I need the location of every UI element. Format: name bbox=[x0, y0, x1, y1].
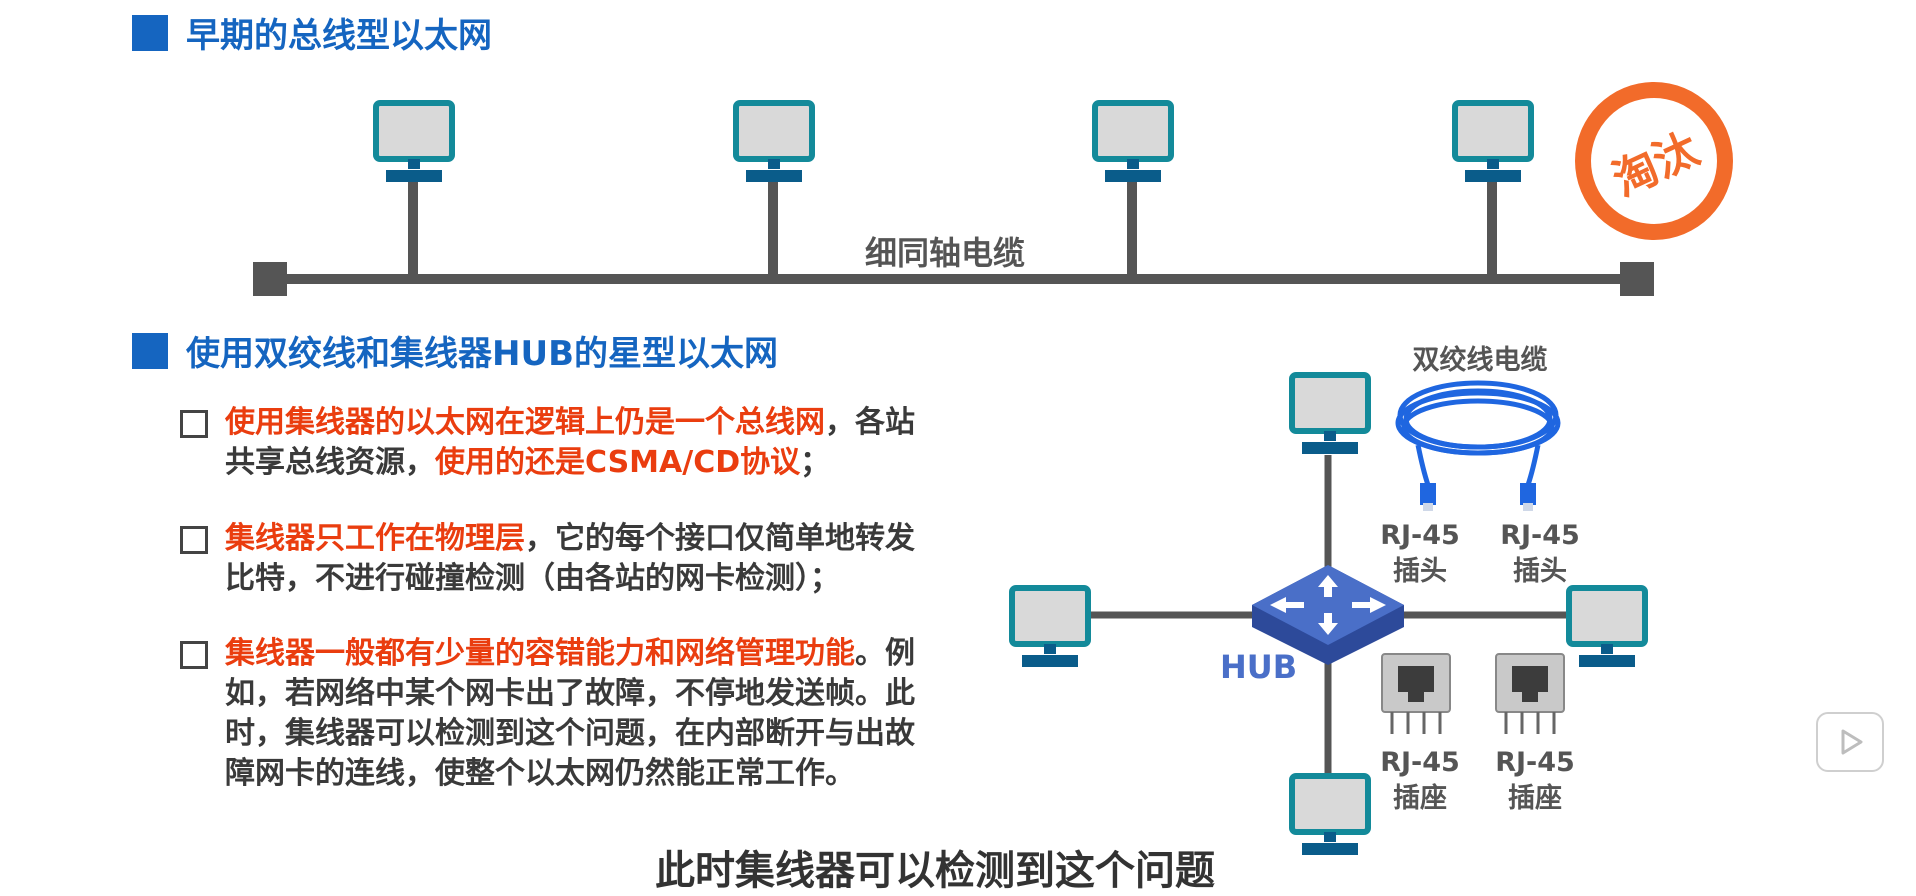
body-text: 。例 bbox=[855, 636, 915, 671]
cable-title: 双绞线电缆 bbox=[1412, 345, 1548, 376]
highlight-text: 集线器只工作在物理层 bbox=[225, 521, 525, 556]
section-bullet-icon bbox=[132, 14, 168, 51]
checkbox-icon bbox=[180, 526, 208, 554]
play-button[interactable] bbox=[1816, 712, 1884, 772]
body-text: ，各站 bbox=[825, 405, 915, 440]
bullet-item-3: 集线器一般都有少量的容错能力和网络管理功能。例 如，若网络中某个网卡出了故障，不… bbox=[225, 634, 945, 794]
stamp-text: 淘汰 bbox=[1605, 123, 1707, 207]
bullet-item-1: 使用集线器的以太网在逻辑上仍是一个总线网，各站 共享总线资源，使用的还是CSMA… bbox=[225, 403, 945, 483]
body-text: 时，集线器可以检测到这个问题，在内部断开与出故 bbox=[225, 716, 915, 751]
monitor-icon bbox=[1289, 372, 1371, 454]
monitor-icon bbox=[733, 100, 815, 182]
highlight-text: 使用集线器的以太网在逻辑上仍是一个总线网 bbox=[225, 405, 825, 440]
section1-title: 早期的总线型以太网 bbox=[186, 16, 492, 56]
plug-label-line1: RJ-45 bbox=[1380, 520, 1460, 551]
monitor-icon bbox=[1092, 100, 1174, 182]
cable-icon bbox=[1395, 380, 1561, 511]
coax-cable-label: 细同轴电缆 bbox=[865, 234, 1026, 272]
plug-label-line1: RJ-45 bbox=[1500, 520, 1580, 551]
obsolete-stamp: 淘汰 bbox=[1575, 82, 1733, 240]
body-text: 障网卡的连线，使整个以太网仍然能正常工作。 bbox=[225, 756, 855, 791]
bullet-item-2: 集线器只工作在物理层，它的每个接口仅简单地转发 比特，不进行碰撞检测（由各站的网… bbox=[225, 519, 945, 599]
section2-heading: 使用双绞线和集线器HUB的星型以太网 bbox=[132, 326, 778, 375]
body-text: 比特，不进行碰撞检测（由各站的网卡检测）； bbox=[225, 561, 840, 596]
plug-label-right: RJ-45 插头 bbox=[1490, 518, 1590, 590]
monitor-icon bbox=[373, 100, 455, 182]
checkbox-icon bbox=[180, 641, 208, 669]
video-subtitle: 此时集线器可以检测到这个问题 bbox=[655, 848, 1215, 894]
bus-network-diagram bbox=[253, 182, 1654, 296]
checkbox-icon bbox=[180, 410, 208, 438]
plug-label-line2: 插头 bbox=[1513, 556, 1567, 587]
rj45-socket-icon bbox=[1381, 653, 1451, 734]
plug-label-line2: 插头 bbox=[1393, 556, 1447, 587]
body-text: 如，若网络中某个网卡出了故障，不停地发送帧。此 bbox=[225, 676, 915, 711]
socket-label-line1: RJ-45 bbox=[1495, 747, 1575, 778]
highlight-text: 使用的还是CSMA/CD协议 bbox=[435, 445, 801, 480]
monitor-icon bbox=[1009, 585, 1091, 667]
terminator-right bbox=[1620, 262, 1654, 296]
section1-heading: 早期的总线型以太网 bbox=[132, 8, 492, 57]
section2-title: 使用双绞线和集线器HUB的星型以太网 bbox=[186, 334, 778, 374]
play-icon bbox=[1841, 729, 1863, 755]
section-bullet-icon bbox=[132, 332, 168, 369]
hub-label: HUB bbox=[1220, 648, 1298, 686]
body-text: 共享总线资源， bbox=[225, 445, 435, 480]
socket-label-line2: 插座 bbox=[1508, 783, 1562, 814]
highlight-text: 集线器一般都有少量的容错能力和网络管理功能 bbox=[225, 636, 855, 671]
terminator-left bbox=[253, 262, 287, 296]
body-text: ； bbox=[800, 445, 831, 480]
body-text: ，它的每个接口仅简单地转发 bbox=[525, 521, 915, 556]
monitor-icon bbox=[1566, 585, 1648, 667]
socket-label-right: RJ-45 插座 bbox=[1485, 745, 1585, 817]
monitor-icon bbox=[1452, 100, 1534, 182]
monitor-icon bbox=[1289, 773, 1371, 855]
hub-icon bbox=[1252, 565, 1404, 665]
socket-label-left: RJ-45 插座 bbox=[1370, 745, 1470, 817]
rj45-socket-icon bbox=[1495, 653, 1565, 734]
socket-label-line2: 插座 bbox=[1393, 783, 1447, 814]
socket-label-line1: RJ-45 bbox=[1380, 747, 1460, 778]
plug-label-left: RJ-45 插头 bbox=[1370, 518, 1470, 590]
